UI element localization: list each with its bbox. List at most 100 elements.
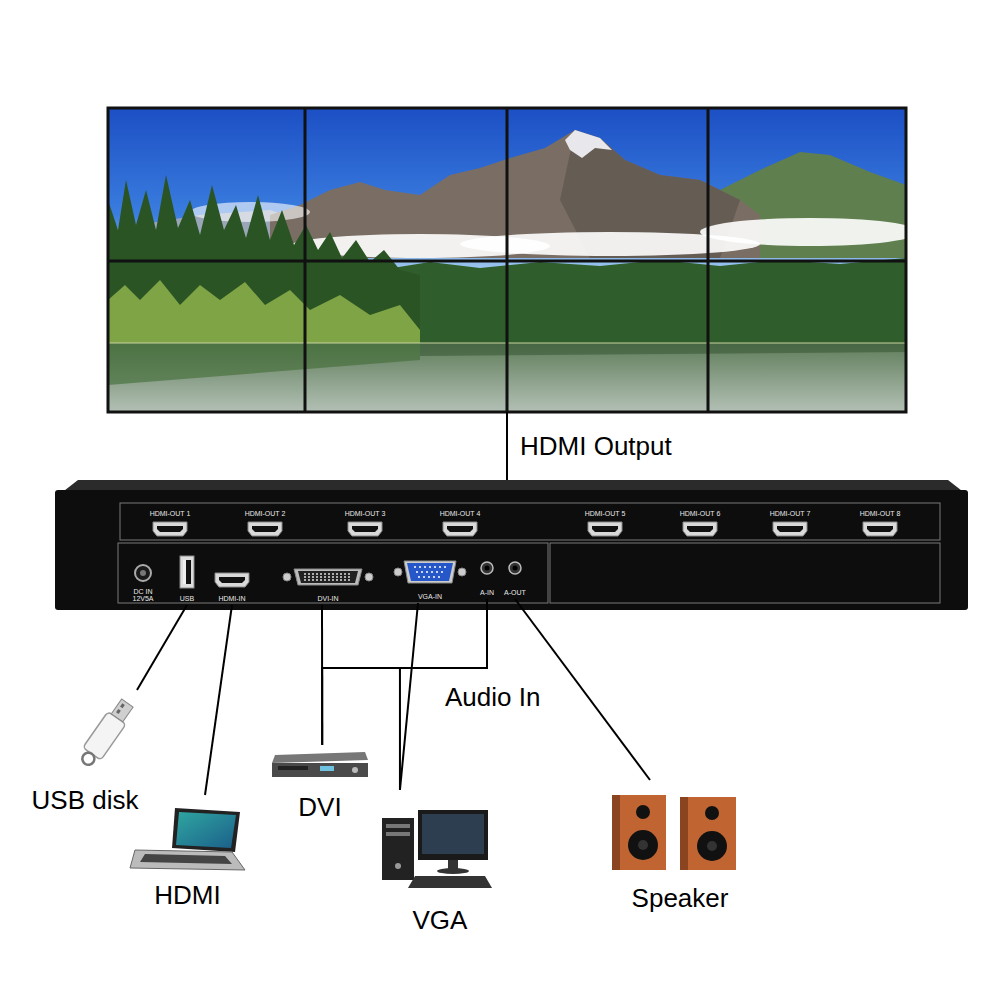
- output-port: HDMI-OUT 7: [763, 510, 817, 537]
- input-ports: [481, 562, 493, 574]
- desktop-pc-icon: [386, 824, 410, 828]
- input-ports: [283, 573, 291, 581]
- dvd-player-icon: [272, 752, 368, 763]
- input-ports: [485, 566, 490, 571]
- dvd-player-icon: [278, 766, 308, 770]
- input-ports: [416, 571, 445, 573]
- input-ports: [458, 568, 466, 576]
- desktop-pc: VGA: [378, 790, 502, 935]
- port-label: A-IN: [480, 589, 494, 597]
- controller-box: [55, 490, 968, 610]
- port-label: HDMI-OUT 7: [770, 510, 811, 518]
- port-label: HDMI-OUT 1: [150, 510, 191, 518]
- laptop-icon: [140, 854, 232, 864]
- audio-input-jack: A-IN: [475, 561, 499, 597]
- hdmi-output-ports: [588, 522, 622, 536]
- input-ports: [407, 563, 453, 581]
- input-ports: [394, 568, 402, 576]
- desktop-pc-icon: [418, 810, 488, 860]
- port-label: HDMI-OUT 8: [860, 510, 901, 518]
- device-caption: Speaker: [632, 884, 729, 913]
- output-port: HDMI-OUT 5: [578, 510, 632, 537]
- speakers-icon: [636, 805, 650, 819]
- speakers-icon: [638, 840, 648, 850]
- hdmi-output-ports: [348, 522, 382, 536]
- hdmi-output-ports: [248, 522, 282, 536]
- video-wall: [270, 130, 760, 258]
- video-wall: [108, 260, 906, 263]
- input-ports: [414, 567, 447, 577]
- controller-box: [120, 503, 940, 540]
- input-ports: [215, 573, 249, 587]
- cable-line: [322, 599, 487, 745]
- input-ports: [180, 556, 194, 588]
- output-port: HDMI-OUT 1: [143, 510, 197, 537]
- vga-input-port: VGA-IN: [405, 559, 455, 601]
- input-ports: [135, 565, 151, 581]
- hdmi-output-ports: [773, 522, 807, 536]
- input-ports: [140, 570, 146, 576]
- video-wall: [565, 130, 612, 158]
- dvd-player-icon: [352, 767, 358, 773]
- input-ports: [365, 573, 373, 581]
- video-wall: [108, 108, 906, 412]
- desktop-pc-icon: [408, 876, 492, 888]
- dvd-player-icon: [272, 763, 368, 777]
- port-label: VGA-IN: [418, 593, 442, 601]
- usb-disk-icon: [111, 699, 133, 722]
- port-label: DVI-IN: [318, 595, 339, 603]
- input-ports: [513, 566, 518, 571]
- output-label: HDMI Output: [520, 432, 672, 461]
- output-port: HDMI-OUT 2: [238, 510, 292, 537]
- usb-disk-icon: [80, 750, 97, 767]
- speakers-icon: [620, 795, 666, 870]
- desktop-pc-icon: [382, 818, 414, 880]
- speakers-icon: [697, 831, 727, 861]
- video-wall: [108, 108, 906, 412]
- speakers-icon: [707, 841, 717, 851]
- port-label: HDMI-IN: [218, 595, 245, 603]
- port-label: HDMI-OUT 5: [585, 510, 626, 518]
- desktop-pc-icon: [395, 863, 401, 869]
- usb-port: USB: [172, 556, 202, 603]
- output-line: [507, 412, 508, 481]
- input-ports: [304, 579, 350, 581]
- port-label: A-OUT: [504, 589, 526, 597]
- usb-disk: USB disk: [20, 690, 150, 815]
- audio-output-jack: A-OUT: [502, 561, 528, 597]
- port-label: DC IN 12V5A: [128, 588, 158, 603]
- usb-disk-icon: [116, 709, 121, 714]
- input-ports: [404, 561, 456, 583]
- input-ports: [418, 576, 443, 578]
- controller-box: [55, 480, 968, 610]
- input-ports: [304, 573, 350, 575]
- video-wall: [108, 343, 420, 385]
- device-caption: HDMI: [154, 881, 220, 910]
- cable-line: [205, 605, 232, 795]
- input-ports: [183, 560, 191, 584]
- port-label: USB: [180, 595, 194, 603]
- input-ports: [183, 560, 186, 584]
- dvi-input-port: DVI-IN: [303, 567, 353, 603]
- cable-line: [137, 605, 187, 690]
- power-jack: DC IN 12V5A: [128, 563, 158, 603]
- controller-box: [550, 543, 940, 603]
- cable-line: [400, 603, 418, 790]
- desktop-pc-icon: [422, 814, 484, 854]
- device-caption: DVI: [298, 793, 341, 822]
- port-label: HDMI-OUT 6: [680, 510, 721, 518]
- device-caption: VGA: [413, 906, 468, 935]
- laptop-icon: [130, 850, 245, 870]
- input-ports: [135, 556, 521, 588]
- dvd-player-icon: [320, 766, 334, 771]
- dvd-player-icon: [272, 752, 368, 777]
- desktop-pc-icon: [386, 832, 410, 836]
- input-ports: [509, 562, 521, 574]
- laptop-icon: [172, 808, 240, 852]
- input-ports: [304, 576, 350, 578]
- input-ports: [294, 569, 362, 585]
- laptop: HDMI: [125, 795, 250, 910]
- hdmi-output-ports: [443, 522, 477, 536]
